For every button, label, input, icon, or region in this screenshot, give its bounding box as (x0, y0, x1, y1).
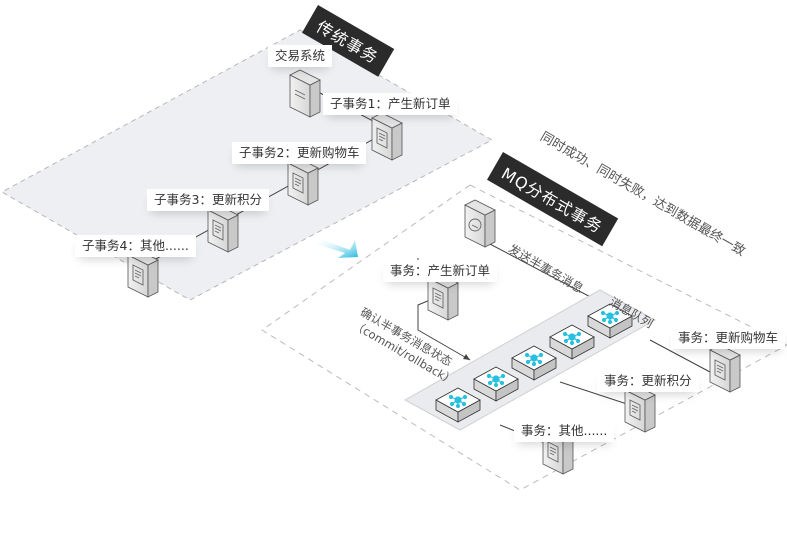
queue-message-4 (473, 366, 519, 402)
server-document-icon (376, 127, 388, 149)
system-server-icon (294, 89, 306, 100)
subtask-label-2: 子事务2：更新购物车 (232, 142, 367, 164)
queue-message-5 (435, 387, 481, 423)
consumer-server-1 (709, 344, 741, 393)
server-document-icon (432, 287, 444, 309)
transition-arrow-icon (316, 238, 358, 258)
trading-system-server (289, 69, 321, 118)
consumer-label-3: 事务：其他...... (514, 420, 615, 442)
mq-server-icon (468, 218, 482, 232)
queue-message-1 (587, 303, 633, 339)
consumer-label-1: 事务：更新购物车 (671, 327, 786, 349)
server-document-icon (132, 264, 144, 286)
server-document-icon (629, 399, 641, 421)
queue-messages (435, 303, 633, 423)
server-document-icon (547, 441, 559, 463)
consumer-label-2: 事务：更新积分 (597, 370, 699, 392)
subtask-label-1: 子事务1：产生新订单 (323, 93, 458, 115)
subtask-label-4: 子事务4：其他...... (75, 235, 196, 257)
server-document-icon (212, 219, 224, 241)
subtask-label-3: 子事务3：更新积分 (147, 189, 269, 211)
confirm-arrowhead (463, 354, 470, 360)
network-node-icon (562, 331, 582, 346)
server-document-icon (714, 359, 726, 381)
subtask-server-2 (287, 157, 319, 206)
mq-server (464, 199, 496, 248)
subtask-server-4 (127, 249, 159, 298)
network-node-icon (600, 310, 620, 325)
system-label: 交易系统 (268, 45, 333, 67)
network-node-icon (448, 394, 468, 409)
subtask-server-1 (371, 112, 403, 161)
network-node-icon (524, 352, 544, 367)
servers (127, 69, 741, 475)
queue-message-2 (549, 324, 595, 360)
subtask-server-3 (207, 204, 239, 253)
network-node-icon (486, 373, 506, 388)
server-document-icon (292, 172, 304, 194)
queue-message-3 (511, 345, 557, 381)
producer-label: 事务：产生新订单 (383, 260, 498, 282)
